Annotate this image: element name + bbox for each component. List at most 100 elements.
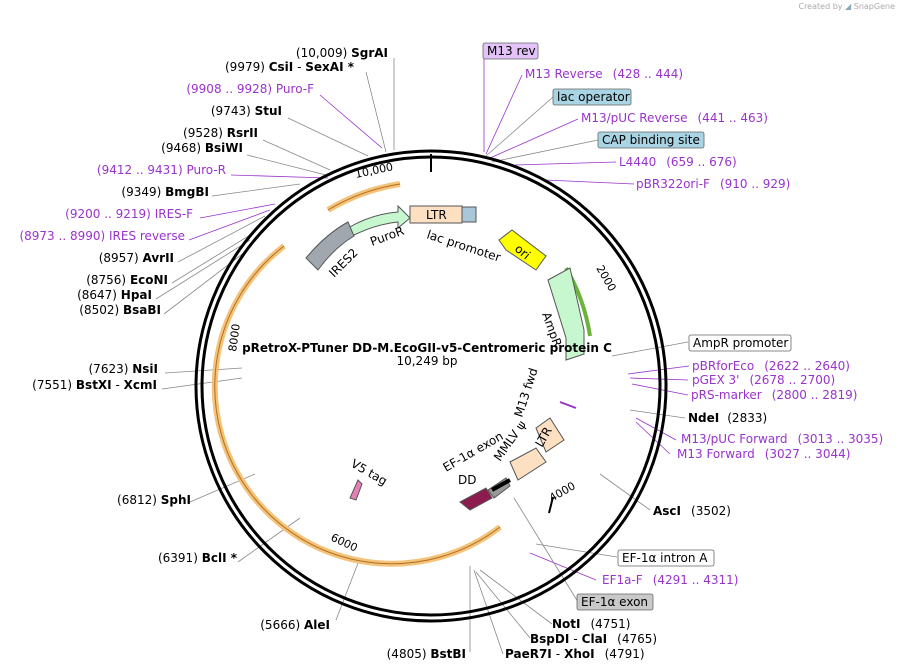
ltr-bottom-feature	[535, 417, 565, 453]
label-avrii: (8957) AvrII	[99, 251, 174, 265]
ef1a-exon-box	[576, 593, 654, 611]
credit-brand: SnapGene	[853, 2, 895, 11]
ndei-num: (2833)	[727, 411, 767, 425]
label-m13reverse: M13 Reverse(428 .. 444)	[525, 67, 683, 81]
alei-name: AleI	[304, 618, 330, 632]
label-bstbi: (4805) BstBI	[387, 647, 466, 661]
label-rsrii: (9528) RsrII	[183, 126, 258, 140]
label-stui: (9743) StuI	[211, 104, 282, 118]
iresf-name: IRES-F	[155, 207, 193, 221]
v5-tag-label: V5 tag	[349, 456, 390, 488]
asci-num: (3502)	[691, 504, 731, 518]
m13puc-rev-name: M13/pUC Reverse	[581, 111, 688, 125]
label-ef1a-intron: EF-1α intron A	[622, 551, 708, 565]
sgrai-num: (10,009)	[296, 46, 347, 60]
pbrforeco-name: pBRforEco	[692, 359, 754, 373]
pbr322-num: (910 .. 929)	[720, 177, 790, 191]
label-bstxi: (7551) BstXI - XcmI	[32, 378, 157, 392]
ef1af-num: (4291 .. 4311)	[653, 573, 739, 587]
asci-name: AscI	[653, 504, 681, 518]
stui-num: (9743)	[211, 104, 251, 118]
label-econi: (8756) EcoNI	[86, 273, 168, 287]
bspdi-name: BspDI	[530, 632, 569, 646]
l4440-name: L4440	[619, 155, 656, 169]
label-puror: (9412 .. 9431) Puro-R	[97, 163, 226, 177]
credit-prefix: Created by	[798, 2, 843, 11]
dd-feature	[459, 487, 493, 511]
snapgene-logo-icon: ◢	[845, 2, 852, 11]
tick-label-8000: 8000	[226, 323, 243, 353]
iresf-num: (9200 .. 9219)	[65, 207, 151, 221]
pgex-name: pGEX 3'	[692, 373, 739, 387]
puror-num: (9412 .. 9431)	[97, 163, 183, 177]
puror-name: Puro-R	[186, 163, 226, 177]
bmgbi-num: (9349)	[121, 185, 161, 199]
bspdi-num: (4765)	[617, 632, 657, 646]
avrii-num: (8957)	[99, 251, 139, 265]
econi-num: (8756)	[86, 273, 126, 287]
label-m13puc-rev: M13/pUC Reverse (441 .. 463)	[581, 111, 768, 125]
ndei-name: NdeI	[688, 411, 719, 425]
csii-num: (9979)	[225, 60, 265, 74]
label-nsii: (7623) NsiI	[89, 362, 159, 376]
lac-promoter-label: lac promoter	[425, 228, 502, 265]
label-m13rev: M13 rev	[487, 44, 536, 58]
label-hpai: (8647) HpaI	[77, 288, 152, 302]
tick-mark-4000	[548, 496, 554, 514]
m13-fwd-label: M13 fwd	[512, 366, 541, 419]
bsabi-num: (8502)	[79, 303, 119, 317]
plasmid-name: pRetroX-PTuner DD-M.EcoGII-v5-Centromeri…	[242, 341, 612, 355]
csii-name: CsiI	[269, 60, 294, 74]
label-asci: AscI (3502)	[653, 504, 731, 518]
m13puc-fwd-name: M13/pUC Forward	[681, 432, 788, 446]
label-pbr322: pBR322ori-F (910 .. 929)	[636, 177, 790, 191]
ltr-top-label: LTR	[426, 208, 447, 222]
label-sgrai: (10,009) SgrAI	[296, 46, 388, 60]
label-bsabi: (8502) BsaBI	[79, 303, 161, 317]
cds-arc-large	[211, 243, 502, 567]
label-bspdi: BspDI-ClaI(4765)	[530, 632, 657, 646]
m13-fwd-mark	[559, 401, 577, 409]
avrii-name: AvrII	[142, 251, 174, 265]
pbr322-name: pBR322ori-F	[636, 177, 710, 191]
paer7i-num: (4791)	[605, 647, 645, 661]
lac-promoter-feature	[461, 206, 477, 223]
label-pgex: pGEX 3'(2678 .. 2700)	[692, 373, 835, 387]
label-ef1af: EF1a-F(4291 .. 4311)	[602, 573, 738, 587]
label-csii: (9979) CsiI - SexAI *	[225, 60, 355, 74]
bcli-num: (6391)	[158, 551, 198, 565]
bcli-name: BclI *	[202, 551, 238, 565]
label-bmgbi: (9349) BmgBI	[121, 185, 209, 199]
label-prsmarker: pRS-marker(2800 .. 2819)	[691, 388, 857, 402]
m13fwd-name: M13 Forward	[677, 447, 755, 461]
black-marker	[491, 478, 511, 492]
paer7i-name: PaeR7I	[505, 647, 552, 661]
label-iresf: (9200 .. 9219) IRES-F	[65, 207, 193, 221]
m13reverse-num: (428 .. 444)	[613, 67, 683, 81]
purof-num: (9908 .. 9928)	[186, 82, 272, 96]
bstbi-name: BstBI	[430, 647, 466, 661]
lacop-box	[552, 88, 632, 106]
noti-num: (4751)	[591, 617, 631, 631]
cds-arc-top	[326, 181, 401, 213]
nsii-num: (7623)	[89, 362, 129, 376]
backbone-inner	[200, 155, 662, 617]
connector-lines	[155, 51, 690, 655]
m13rev-box	[482, 42, 539, 60]
bsiwi-num: (9468)	[161, 141, 201, 155]
econi-name: EcoNI	[130, 273, 168, 287]
hpai-num: (8647)	[77, 288, 117, 302]
m13fwd-num: (3027 .. 3044)	[765, 447, 851, 461]
rsrii-num: (9528)	[183, 126, 223, 140]
plasmid-size: 10,249 bp	[396, 354, 457, 368]
m13puc-rev-num: (441 .. 463)	[698, 111, 768, 125]
label-amprprom: AmpR promoter	[693, 336, 788, 350]
label-iresrev: (8973 .. 8990) IRES reverse	[19, 229, 185, 243]
bstxi-name: BstXI	[76, 378, 112, 392]
bstxi-num: (7551)	[32, 378, 72, 392]
noti-name: NotI	[552, 617, 581, 631]
label-cap: CAP binding site	[602, 133, 700, 147]
label-ef1a-exon: EF-1α exon	[581, 595, 648, 609]
v5-tag-feature	[349, 479, 363, 501]
